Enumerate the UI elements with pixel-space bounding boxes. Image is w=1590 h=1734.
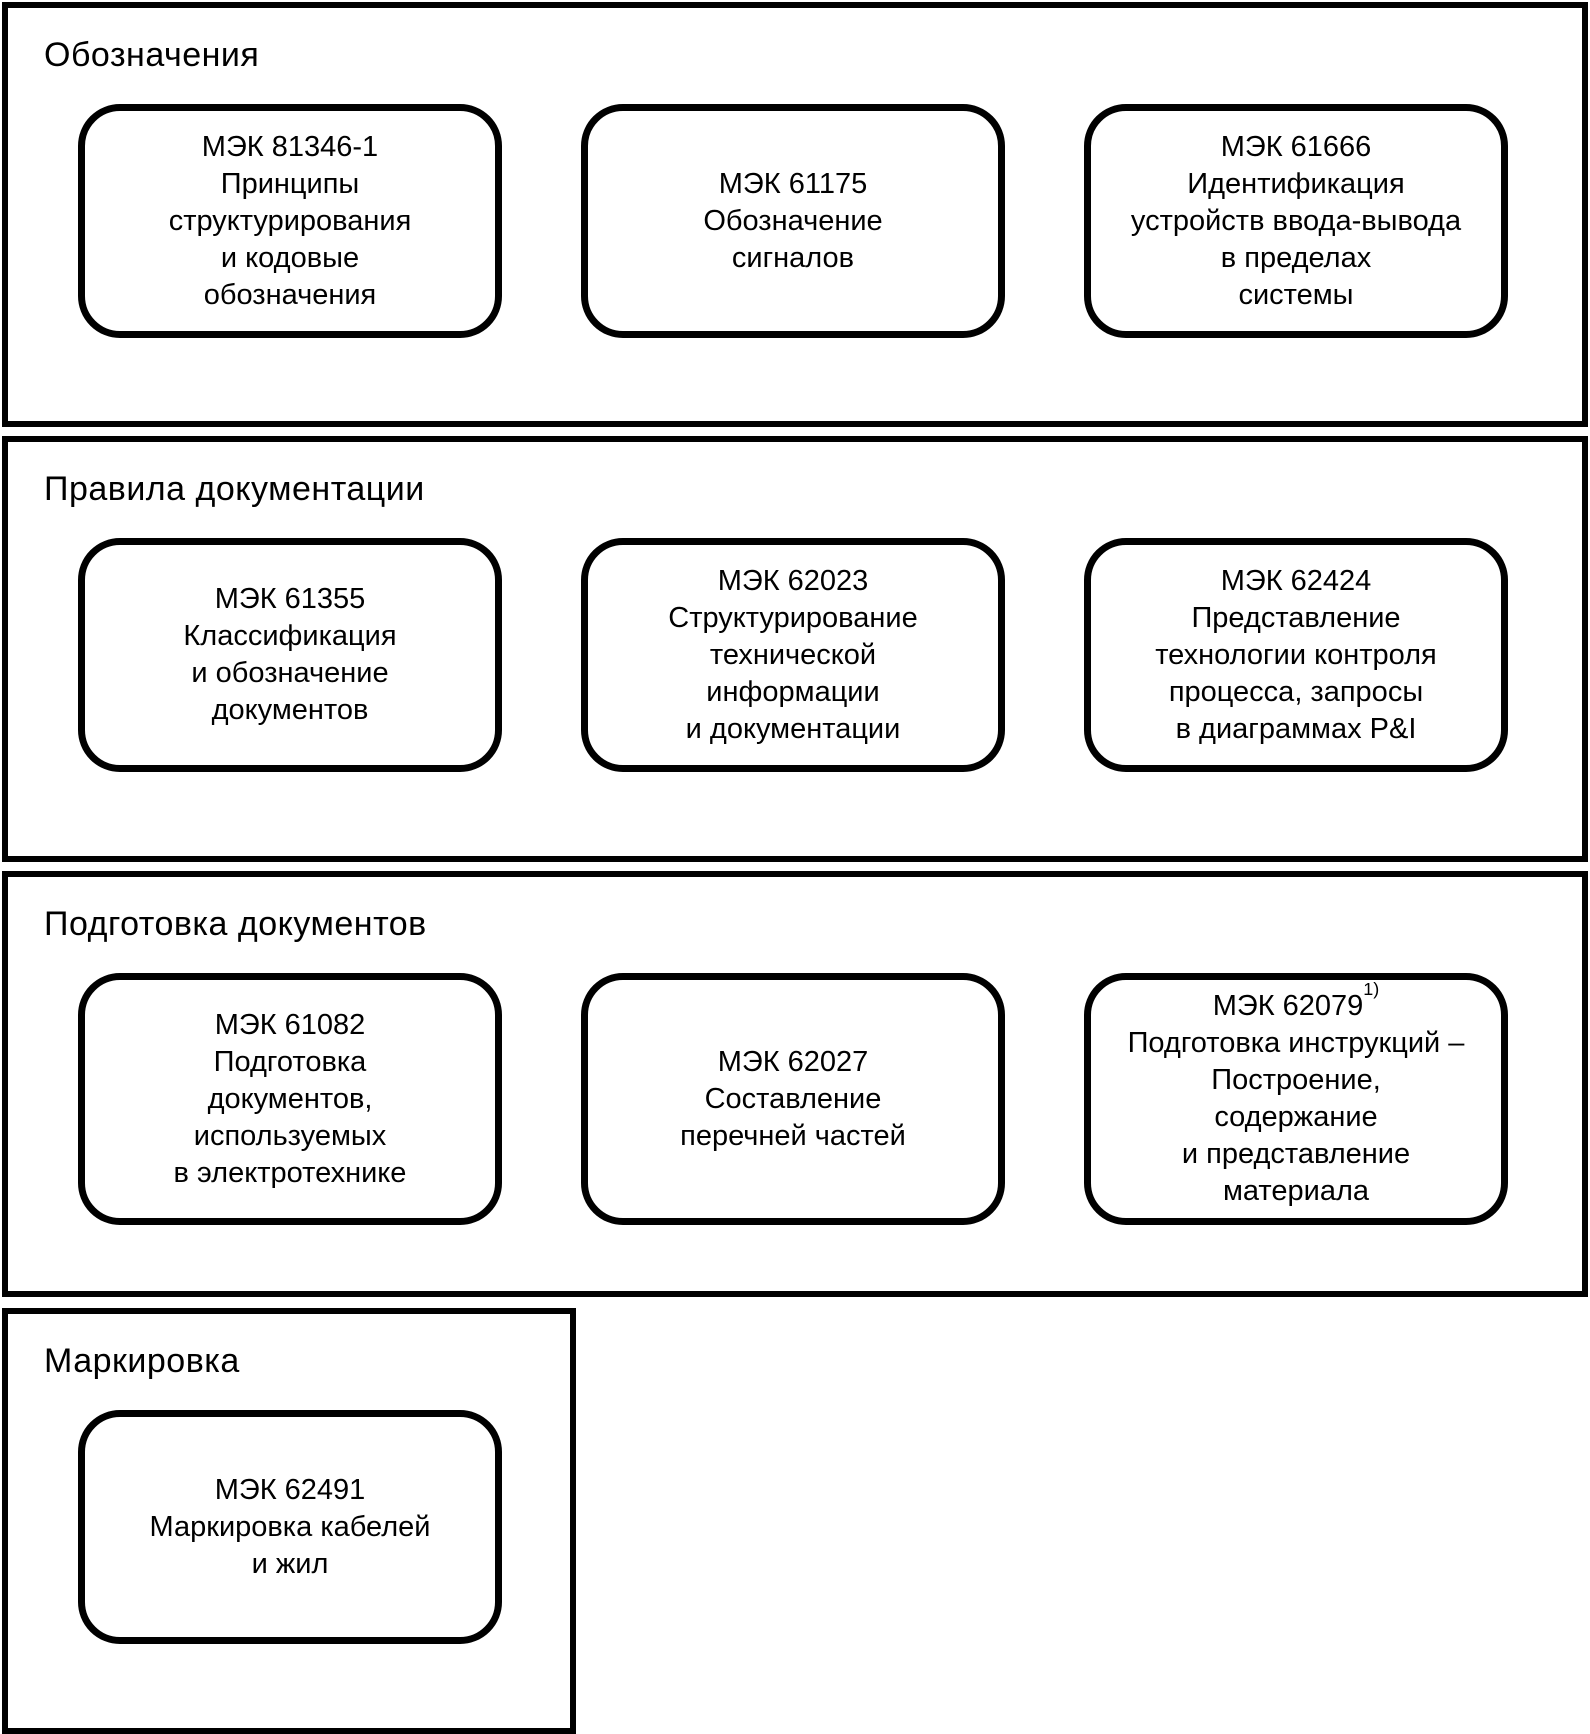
standard-text: МЭК 620791) Подготовка инструкций – Пост… <box>1127 980 1465 1210</box>
standard-code: МЭК 62027 <box>717 1045 869 1078</box>
standard-code-line: МЭК 62023 <box>668 563 917 600</box>
standard-text: МЭК 62424 Представление технологии контр… <box>1155 563 1437 748</box>
standard-code-line: МЭК 62027 <box>680 1044 906 1081</box>
standard-description: Принципы структурирования и кодовые обоз… <box>168 167 412 311</box>
standard-text: МЭК 61082 Подготовка документов, использ… <box>174 1007 407 1192</box>
standard-text: МЭК 61355 Классификация и обозначение до… <box>183 581 396 729</box>
standard-description: Подготовка документов, используемых в эл… <box>173 1045 407 1189</box>
standard-box-iec-61355: МЭК 61355 Классификация и обозначение до… <box>78 538 502 772</box>
box-row: МЭК 62491 Маркировка кабелей и жил <box>78 1410 570 1644</box>
standard-code: МЭК 62023 <box>717 564 869 597</box>
standard-code-line: МЭК 61175 <box>703 166 882 203</box>
standard-box-iec-61175: МЭК 61175 Обозначение сигналов <box>581 104 1005 338</box>
standard-code: МЭК 62424 <box>1220 564 1372 597</box>
standard-text: МЭК 62027 Составление перечней частей <box>680 1044 906 1155</box>
standard-code: МЭК 62079 <box>1212 990 1364 1022</box>
standard-code: МЭК 62491 <box>214 1473 366 1506</box>
standard-code-line: МЭК 61082 <box>174 1007 407 1044</box>
standard-code-line: МЭК 62491 <box>150 1472 431 1509</box>
standard-code: МЭК 61355 <box>214 583 366 615</box>
standard-code: МЭК 61666 <box>1220 130 1372 163</box>
standard-box-iec-62023: МЭК 62023 Структурирование технической и… <box>581 538 1005 772</box>
standard-box-iec-62079: МЭК 620791) Подготовка инструкций – Пост… <box>1084 973 1508 1225</box>
standard-description: Подготовка инструкций – Построение, соде… <box>1127 1027 1465 1207</box>
box-row: МЭК 61082 Подготовка документов, использ… <box>78 973 1582 1225</box>
box-row: МЭК 81346-1 Принципы структурирования и … <box>78 104 1582 338</box>
standard-box-iec-81346-1: МЭК 81346-1 Принципы структурирования и … <box>78 104 502 338</box>
standard-code-line: МЭК 81346-1 <box>169 129 412 166</box>
standard-box-iec-61666: МЭК 61666 Идентификация устройств ввода-… <box>1084 104 1508 338</box>
standard-box-iec-62491: МЭК 62491 Маркировка кабелей и жил <box>78 1410 502 1644</box>
standard-text: МЭК 62023 Структурирование технической и… <box>668 563 917 748</box>
standard-box-iec-62424: МЭК 62424 Представление технологии контр… <box>1084 538 1508 772</box>
standard-description: Маркировка кабелей и жил <box>149 1510 431 1580</box>
box-row: МЭК 61355 Классификация и обозначение до… <box>78 538 1582 772</box>
section-document-preparation: Подготовка документов МЭК 61082 Подготов… <box>2 871 1588 1297</box>
standard-code: МЭК 61175 <box>718 167 868 200</box>
standard-code-line: МЭК 62424 <box>1155 563 1437 600</box>
footnote-marker: 1) <box>1363 979 1380 1000</box>
standard-description: Структурирование технической информации … <box>668 601 918 745</box>
standard-code-line: МЭК 61666 <box>1131 129 1461 166</box>
standard-description: Составление перечней частей <box>680 1082 906 1152</box>
section-title: Маркировка <box>44 1342 240 1380</box>
standard-code: МЭК 61082 <box>214 1008 366 1041</box>
section-designations: Обозначения МЭК 81346-1 Принципы структу… <box>2 2 1588 427</box>
section-documentation-rules: Правила документации МЭК 61355 Классифик… <box>2 436 1588 862</box>
standard-code-line: МЭК 620791) <box>1128 980 1465 1025</box>
standard-text: МЭК 62491 Маркировка кабелей и жил <box>150 1472 431 1583</box>
standard-text: МЭК 61666 Идентификация устройств ввода-… <box>1131 129 1461 314</box>
standard-box-iec-62027: МЭК 62027 Составление перечней частей <box>581 973 1005 1225</box>
standard-text: МЭК 81346-1 Принципы структурирования и … <box>169 129 412 314</box>
standard-code: МЭК 81346-1 <box>201 130 379 163</box>
section-title: Обозначения <box>44 36 260 74</box>
standard-code-line: МЭК 61355 <box>183 581 396 618</box>
standard-description: Обозначение сигналов <box>703 204 883 274</box>
standard-description: Классификация и обозначение документов <box>183 620 397 726</box>
standard-description: Представление технологии контроля процес… <box>1155 601 1437 745</box>
section-title: Правила документации <box>44 470 425 508</box>
section-title: Подготовка документов <box>44 905 427 943</box>
standard-text: МЭК 61175 Обозначение сигналов <box>703 166 882 277</box>
standard-description: Идентификация устройств ввода-вывода в п… <box>1130 167 1462 311</box>
standard-box-iec-61082: МЭК 61082 Подготовка документов, использ… <box>78 973 502 1225</box>
section-marking: Маркировка МЭК 62491 Маркировка кабелей … <box>2 1308 576 1734</box>
